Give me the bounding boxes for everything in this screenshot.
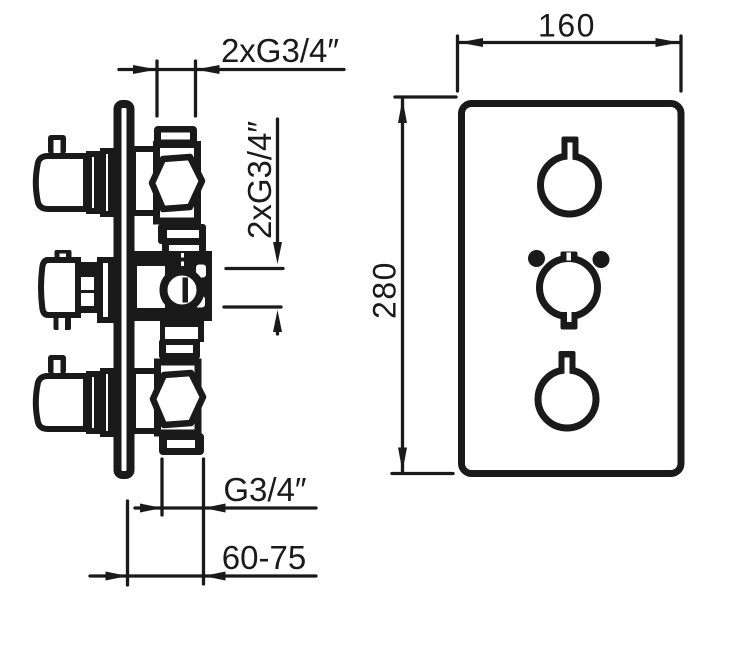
knob-bottom xyxy=(534,351,600,432)
label-ports-right: 2xG3/4″ xyxy=(241,121,278,239)
dim-width-arrow-left xyxy=(459,38,483,47)
dim-ports-right-arrow-down xyxy=(273,242,282,264)
bottom-hex-nut xyxy=(149,369,207,429)
label-outlet: G3/4″ xyxy=(223,471,307,508)
pipe-top-ring1 xyxy=(86,151,100,214)
bottom-neck-window xyxy=(165,327,198,339)
knob-middle-tab-slot xyxy=(567,311,572,322)
bottom-coupling-window xyxy=(166,345,193,353)
dim-ports-top-arrow-right xyxy=(195,65,220,74)
knob-top-slot xyxy=(567,142,573,164)
knob-middle-bump-slot xyxy=(566,252,571,261)
knob-bottom-slot xyxy=(564,357,570,379)
pipe-bottom-tab-slot xyxy=(53,360,61,375)
label-width: 160 xyxy=(538,8,596,44)
cartridge-circle xyxy=(159,267,205,313)
dim-ports-top-arrow-left xyxy=(133,65,157,74)
front-view: 160 280 xyxy=(367,8,685,477)
inlet-pipe-middle xyxy=(37,250,114,330)
knob-top xyxy=(537,136,602,218)
knob-middle-dot-left xyxy=(528,250,545,267)
pipe-top-tab-slot xyxy=(53,140,61,155)
dim-depth xyxy=(88,499,318,587)
dim-width xyxy=(455,34,683,93)
top-hex-nut xyxy=(148,153,206,213)
cartridge-slot xyxy=(182,277,188,303)
inlet-pipe-bottom xyxy=(32,355,114,437)
bottom-port-stub-window xyxy=(167,440,195,448)
top-port-fitting xyxy=(148,126,206,254)
pipe-mid-tab-bottom-slot xyxy=(58,317,65,330)
inlet-pipe-top xyxy=(32,135,114,217)
label-depth: 60-75 xyxy=(222,539,306,576)
knob-top-ring xyxy=(537,152,602,218)
knob-middle xyxy=(528,250,610,330)
top-coupling-window xyxy=(167,230,199,238)
pipe-mid-ring xyxy=(97,257,114,323)
dim-ports-right-arrow-up xyxy=(273,310,282,332)
top-port-stub-window xyxy=(161,132,190,140)
side-view: 2xG3/4″ 2xG3/4″ G3/4″ 60-75 xyxy=(32,32,346,587)
label-height: 280 xyxy=(367,261,403,319)
pipe-mid-step-window2 xyxy=(81,293,94,306)
pipe-bottom-barrel xyxy=(32,373,89,432)
pipe-bottom-ring1 xyxy=(86,371,100,434)
top-neck-window xyxy=(169,245,199,252)
knob-middle-ring xyxy=(536,255,601,320)
bottom-port-fitting xyxy=(149,339,207,455)
dim-outlet-arrow-right xyxy=(203,503,226,513)
wall-plate xyxy=(113,100,135,479)
dim-depth-arrow-right xyxy=(203,571,226,581)
pipe-mid-barrel xyxy=(37,257,81,318)
dim-height-arrow-down xyxy=(398,447,407,472)
valve-body-pocket-tr xyxy=(196,264,206,278)
dim-height xyxy=(390,95,458,476)
label-ports-top: 2xG3/4″ xyxy=(221,32,339,69)
pipe-mid-step-window1 xyxy=(81,277,94,290)
knob-bottom-ring xyxy=(534,366,600,432)
pipe-top-ring2 xyxy=(100,148,114,217)
dim-depth-arrow-left xyxy=(105,571,128,581)
knob-middle-dot-right xyxy=(592,251,610,268)
dim-height-arrow-up xyxy=(398,99,407,123)
valve-body xyxy=(132,251,212,321)
pipe-top-barrel xyxy=(32,153,89,212)
dim-width-arrow-right xyxy=(655,38,680,47)
dim-outlet-arrow-left xyxy=(140,503,162,513)
pipe-bottom-ring2 xyxy=(100,368,114,437)
